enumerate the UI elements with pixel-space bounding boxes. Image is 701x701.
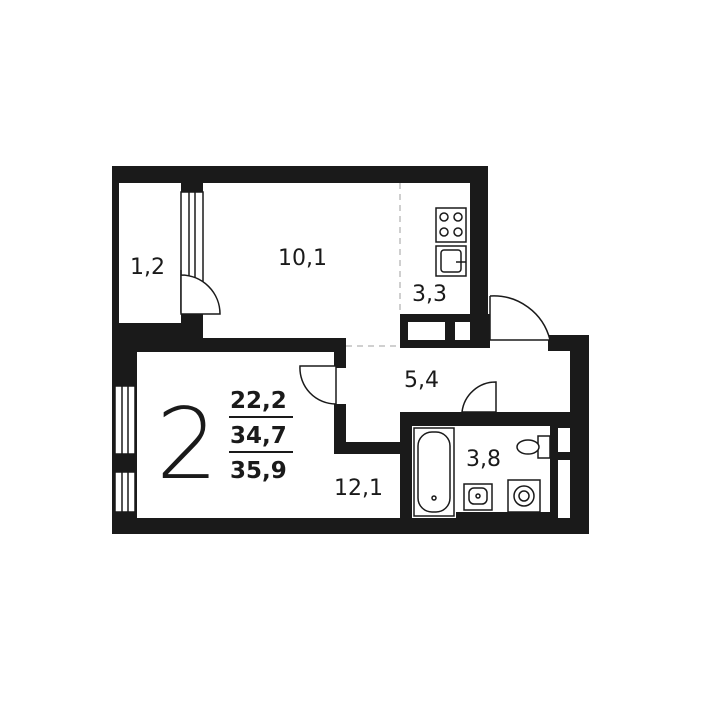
wall-corridor-left	[334, 404, 346, 454]
stove-burner-icon	[453, 227, 463, 237]
door-bathroom	[461, 381, 497, 413]
window-left-1	[114, 385, 136, 455]
bathtub-inner	[417, 431, 451, 513]
room-bottom-area-label: 12,1	[334, 476, 383, 501]
room-top-area-label: 10,1	[278, 246, 327, 271]
doors	[180, 270, 551, 413]
bathtub-drain-icon	[431, 495, 437, 501]
room-labels: 1,2 10,1 3,3 5,4 3,8 12,1	[130, 246, 501, 501]
wall-left-balcony	[112, 166, 119, 346]
balcony-area-label: 1,2	[130, 255, 165, 280]
summary-divider	[229, 416, 293, 418]
wall-corridor-bottom	[334, 442, 406, 454]
summary-block: 2 22,2 34,7 35,9	[156, 388, 293, 502]
wall-kitchen-column-left	[400, 314, 408, 346]
wall-top	[112, 166, 488, 183]
hall-area-label: 5,4	[404, 368, 439, 393]
kitchen-area-label: 3,3	[412, 282, 447, 307]
wall-bath-notch	[550, 452, 572, 460]
stove-burner-icon	[453, 212, 463, 222]
wall-rooms-divider	[118, 338, 346, 352]
toilet-tank	[537, 435, 551, 459]
bathroom-area-label: 3,8	[466, 447, 501, 472]
washbasin-tap-icon	[475, 493, 481, 499]
room-count: 2	[156, 388, 218, 502]
stove-burner-icon	[439, 227, 449, 237]
wall-kitchen-base	[400, 340, 490, 348]
summary-divider	[229, 451, 293, 453]
wall-kitchen-column	[445, 314, 455, 346]
door-room-bottom	[299, 365, 337, 405]
wall-entrance-top	[548, 335, 589, 351]
wall-bath-left	[400, 412, 412, 524]
window-left-2	[114, 471, 136, 513]
bathroom-fixtures	[413, 427, 551, 517]
wall-kitchen-column-right	[470, 314, 490, 346]
wall-bath-right-top	[550, 420, 572, 428]
wall-entrance-right	[570, 335, 589, 534]
wall-bath-right	[550, 420, 558, 522]
living-area-value: 22,2	[230, 388, 287, 414]
total-area-with-balcony-value: 35,9	[230, 458, 287, 484]
kitchen-sink-basin	[440, 249, 462, 273]
total-area-value: 34,7	[230, 423, 287, 449]
zone-lines	[346, 183, 401, 347]
wall-hall-bath	[400, 412, 572, 426]
wall-bath-bottom-inner	[456, 512, 556, 520]
wall-right-kitchen	[470, 166, 488, 341]
door-entrance	[489, 295, 551, 341]
door-balcony	[180, 270, 221, 315]
toilet-bowl	[516, 439, 540, 455]
kitchen-fixtures	[435, 207, 467, 277]
stove-burner-icon	[439, 212, 449, 222]
wall-bottom	[112, 518, 589, 534]
wall-corridor-top	[334, 340, 346, 368]
stove	[435, 207, 467, 243]
wall-balcony-divider	[181, 166, 203, 192]
